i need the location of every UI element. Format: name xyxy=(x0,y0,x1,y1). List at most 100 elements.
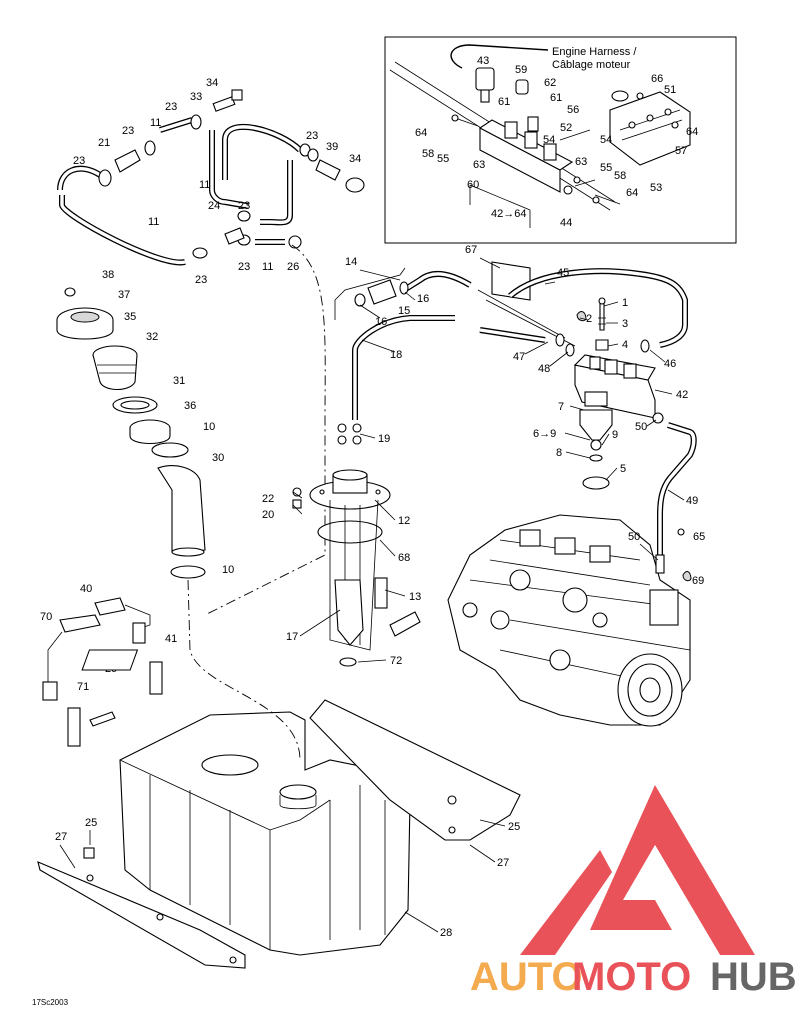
callout-32: 32 xyxy=(146,331,158,343)
callout-55b: 55 xyxy=(600,162,612,174)
callout-50b: 50 xyxy=(628,531,640,543)
callout-69: 69 xyxy=(692,575,704,587)
automotohub-watermark: AUTO MOTO HUB xyxy=(470,785,797,999)
hose-49: 49 xyxy=(657,422,698,555)
callout-44: 44 xyxy=(560,217,572,229)
callout-54a: 54 xyxy=(543,134,555,146)
watermark-text-hub: HUB xyxy=(710,955,797,999)
callout-38: 38 xyxy=(102,269,114,281)
callout-31: 31 xyxy=(173,375,185,387)
callout-14: 14 xyxy=(345,256,357,268)
fuel-rail-inset: Engine Harness / Câblage moteur xyxy=(384,36,737,244)
filler-neck-assembly: 38 37 35 32 31 36 10 30 10 xyxy=(56,269,234,579)
callout-10a: 10 xyxy=(203,421,215,433)
callout-46: 46 xyxy=(664,358,676,370)
callout-28: 28 xyxy=(440,927,452,939)
callout-33: 33 xyxy=(190,91,202,103)
callout-3: 3 xyxy=(622,318,628,330)
callout-11b: 11 xyxy=(199,179,210,191)
callout-55a: 55 xyxy=(437,153,449,165)
callout-56: 56 xyxy=(567,104,579,116)
fuel-lines-center: 14 15 16 16 18 67 45 47 48 46 xyxy=(334,244,688,420)
figure-code: 17Sc2003 xyxy=(32,998,69,1007)
callout-63a: 63 xyxy=(473,159,485,171)
callout-39: 39 xyxy=(326,141,338,153)
injector xyxy=(504,116,557,161)
callout-67: 67 xyxy=(465,244,477,256)
callout-12: 12 xyxy=(398,515,410,527)
callout-52: 52 xyxy=(560,122,572,134)
callout-6-9: 6→9 xyxy=(533,428,556,440)
callout-30: 30 xyxy=(212,452,224,464)
callout-70: 70 xyxy=(40,611,52,623)
callout-45: 45 xyxy=(557,267,569,279)
callout-20: 20 xyxy=(262,509,274,521)
callout-16a: 16 xyxy=(417,293,429,305)
callout-58a: 58 xyxy=(422,148,434,160)
callout-54b: 54 xyxy=(600,134,612,146)
callout-16b: 16 xyxy=(375,316,387,328)
phantom-line xyxy=(204,244,326,616)
callout-63b: 63 xyxy=(575,156,587,168)
watermark-text-moto: MOTO xyxy=(572,955,691,999)
callout-64b: 64 xyxy=(626,187,638,199)
harness-label-line1: Engine Harness / xyxy=(552,46,637,58)
callout-9: 9 xyxy=(612,429,618,441)
callout-66: 66 xyxy=(651,73,663,85)
callout-42-64: 42→64 xyxy=(491,208,526,220)
callout-37: 37 xyxy=(118,289,130,301)
fuel-hose-loop: 34 33 23 11 23 21 23 23 39 34 11 11 24 2… xyxy=(57,77,365,286)
watermark-text-auto: AUTO xyxy=(470,955,583,999)
callout-41: 41 xyxy=(165,633,177,645)
callout-40: 40 xyxy=(80,583,92,595)
callout-58b: 58 xyxy=(614,170,626,182)
callout-18: 18 xyxy=(390,349,402,361)
callout-64a: 64 xyxy=(415,127,427,139)
callout-71: 71 xyxy=(77,681,89,693)
callout-60: 60 xyxy=(467,179,479,191)
callout-23c: 23 xyxy=(73,155,85,167)
callout-10b: 10 xyxy=(222,564,234,576)
tank-straps: 40 70 41 29 71 xyxy=(40,583,177,747)
callout-59: 59 xyxy=(515,64,527,76)
callout-13: 13 xyxy=(409,591,421,603)
callout-61a: 61 xyxy=(498,96,510,108)
callout-49: 49 xyxy=(686,495,698,507)
callout-25a: 25 xyxy=(85,817,97,829)
callout-27b: 27 xyxy=(497,857,509,869)
watermark-triangle xyxy=(590,785,755,955)
callout-23g: 23 xyxy=(195,274,207,286)
callout-22: 22 xyxy=(262,493,274,505)
callout-2: 2 xyxy=(586,313,592,325)
callout-23d: 23 xyxy=(306,130,318,142)
callout-23f: 23 xyxy=(238,261,250,273)
fuel-rail-regulator: 1 2 3 4 42 7 6→9 9 8 5 50 xyxy=(533,297,688,490)
callout-23a: 23 xyxy=(165,101,177,113)
callout-62: 62 xyxy=(544,77,556,89)
callout-61b: 61 xyxy=(550,92,562,104)
callout-57: 57 xyxy=(675,145,687,157)
callout-68: 68 xyxy=(398,552,410,564)
callout-1: 1 xyxy=(622,297,628,309)
callout-72: 72 xyxy=(390,655,402,667)
engine: 50 65 69 xyxy=(447,514,705,727)
callout-26: 26 xyxy=(287,261,299,273)
callout-5: 5 xyxy=(620,463,626,475)
callout-50a: 50 xyxy=(635,421,647,433)
callout-11c: 11 xyxy=(148,216,159,228)
callout-34b: 34 xyxy=(349,153,361,165)
callout-43: 43 xyxy=(477,55,489,67)
callout-11a: 11 xyxy=(150,117,161,129)
callout-15: 15 xyxy=(398,305,410,317)
callout-23b: 23 xyxy=(122,125,134,137)
callout-35: 35 xyxy=(124,311,136,323)
callout-65: 65 xyxy=(693,531,705,543)
callout-19: 19 xyxy=(378,433,390,445)
callout-27a: 27 xyxy=(55,831,67,843)
callout-23e: 23 xyxy=(238,200,250,212)
callout-51a: 51 xyxy=(664,84,676,96)
callout-47: 47 xyxy=(513,351,525,363)
callout-42: 42 xyxy=(676,389,688,401)
callout-11d: 11 xyxy=(262,261,273,273)
